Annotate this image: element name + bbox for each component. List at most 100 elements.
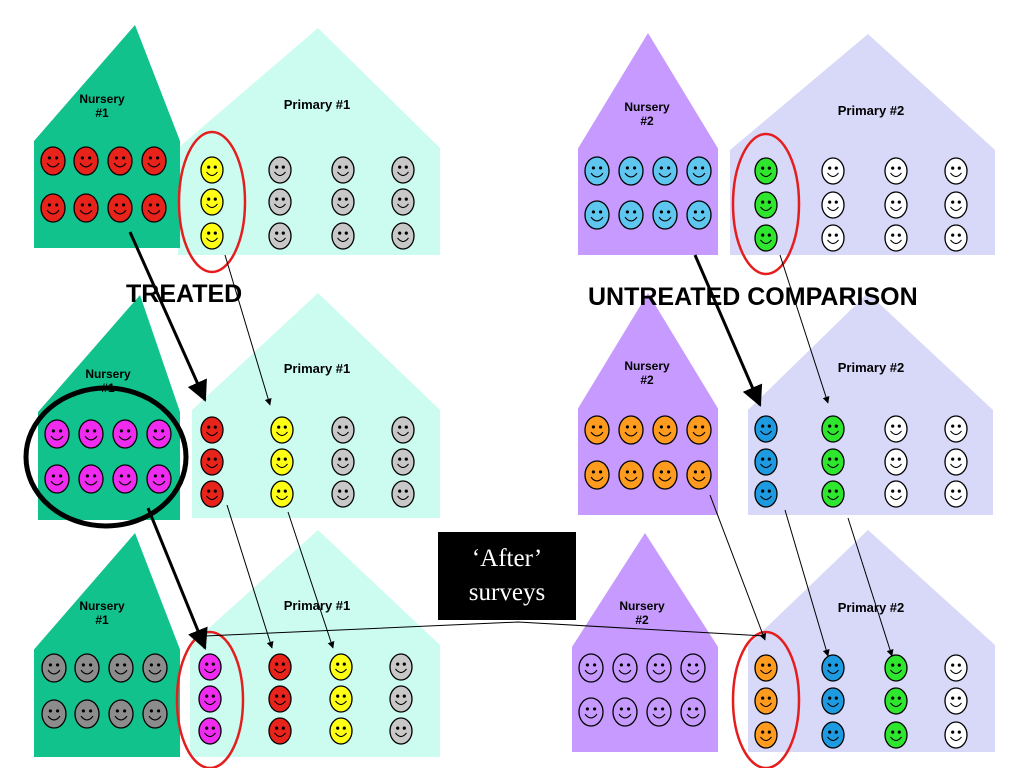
- smiley-face: [112, 419, 138, 449]
- smiley-face: [618, 460, 644, 490]
- smiley-face: [200, 416, 224, 444]
- after-surveys-connector: [204, 621, 766, 637]
- smiley-face: [821, 224, 845, 252]
- smiley-face: [389, 685, 413, 713]
- smiley-face: [142, 653, 168, 683]
- smiley-face: [884, 687, 908, 715]
- smiley-face: [78, 464, 104, 494]
- cohort-arrow: [847, 517, 894, 657]
- smiley-face: [268, 156, 292, 184]
- smiley-face: [578, 653, 604, 683]
- after-surveys-box: ‘After’ surveys: [438, 532, 576, 620]
- smiley-face: [884, 157, 908, 185]
- smiley-face: [331, 480, 355, 508]
- smiley-face: [73, 146, 99, 176]
- smiley-face: [389, 717, 413, 745]
- smiley-face: [141, 146, 167, 176]
- smiley-face: [612, 697, 638, 727]
- smiley-face: [200, 480, 224, 508]
- smiley-face: [944, 157, 968, 185]
- smiley-face: [944, 480, 968, 508]
- smiley-face: [584, 200, 610, 230]
- primary-school-building: [192, 293, 440, 518]
- nursery-building: [34, 25, 180, 248]
- smiley-face: [331, 448, 355, 476]
- smiley-face: [944, 687, 968, 715]
- cohort-arrow: [784, 509, 830, 657]
- smiley-face: [268, 222, 292, 250]
- smiley-face: [754, 415, 778, 443]
- smiley-face: [391, 416, 415, 444]
- smiley-face: [686, 156, 712, 186]
- smiley-face: [686, 415, 712, 445]
- smiley-face: [108, 653, 134, 683]
- primary-school-building: [730, 34, 995, 255]
- smiley-face: [198, 685, 222, 713]
- smiley-face: [754, 448, 778, 476]
- smiley-face: [618, 200, 644, 230]
- smiley-face: [389, 653, 413, 681]
- surveys-label: surveys: [468, 579, 546, 606]
- primary-school-building: [748, 530, 995, 752]
- nursery-building: [34, 533, 180, 757]
- smiley-face: [584, 156, 610, 186]
- smiley-face: [107, 193, 133, 223]
- smiley-face: [646, 653, 672, 683]
- smiley-face: [821, 415, 845, 443]
- smiley-face: [198, 653, 222, 681]
- smiley-face: [142, 699, 168, 729]
- cohort-arrow: [128, 231, 207, 402]
- smiley-face: [268, 188, 292, 216]
- nursery-building: [38, 295, 180, 520]
- smiley-face: [329, 717, 353, 745]
- smiley-face: [884, 415, 908, 443]
- untreated-comparison-heading: UNTREATED COMPARISON: [588, 283, 918, 311]
- cohort-arrow: [224, 254, 272, 406]
- primary-school-building: [178, 28, 440, 255]
- smiley-face: [646, 697, 672, 727]
- smiley-face: [754, 721, 778, 749]
- smiley-face: [108, 699, 134, 729]
- cohort-arrow: [146, 507, 208, 650]
- smiley-face: [584, 460, 610, 490]
- smiley-face: [821, 191, 845, 219]
- smiley-face: [391, 188, 415, 216]
- smiley-face: [200, 222, 224, 250]
- smiley-face: [268, 717, 292, 745]
- smiley-face: [884, 480, 908, 508]
- smiley-face: [391, 480, 415, 508]
- smiley-face: [331, 156, 355, 184]
- smiley-face: [112, 464, 138, 494]
- smiley-face: [821, 480, 845, 508]
- smiley-face: [680, 697, 706, 727]
- smiley-face: [331, 188, 355, 216]
- smiley-face: [618, 156, 644, 186]
- smiley-face: [652, 415, 678, 445]
- smiley-face: [44, 419, 70, 449]
- smiley-face: [754, 157, 778, 185]
- primary-school-building: [748, 293, 993, 515]
- smiley-face: [40, 146, 66, 176]
- smiley-face: [944, 224, 968, 252]
- smiley-face: [618, 415, 644, 445]
- smiley-face: [584, 415, 610, 445]
- smiley-face: [268, 653, 292, 681]
- red-tracking-ring: [731, 132, 801, 276]
- smiley-face: [754, 654, 778, 682]
- smiley-face: [686, 200, 712, 230]
- smiley-face: [884, 721, 908, 749]
- cohort-arrow: [779, 254, 830, 404]
- cohort-arrow: [693, 254, 763, 407]
- smiley-face: [944, 721, 968, 749]
- smiley-face: [754, 224, 778, 252]
- smiley-face: [686, 460, 712, 490]
- smiley-face: [821, 721, 845, 749]
- smiley-face: [754, 687, 778, 715]
- smiley-face: [141, 193, 167, 223]
- smiley-face: [652, 200, 678, 230]
- smiley-face: [41, 699, 67, 729]
- smiley-face: [578, 697, 604, 727]
- smiley-face: [74, 699, 100, 729]
